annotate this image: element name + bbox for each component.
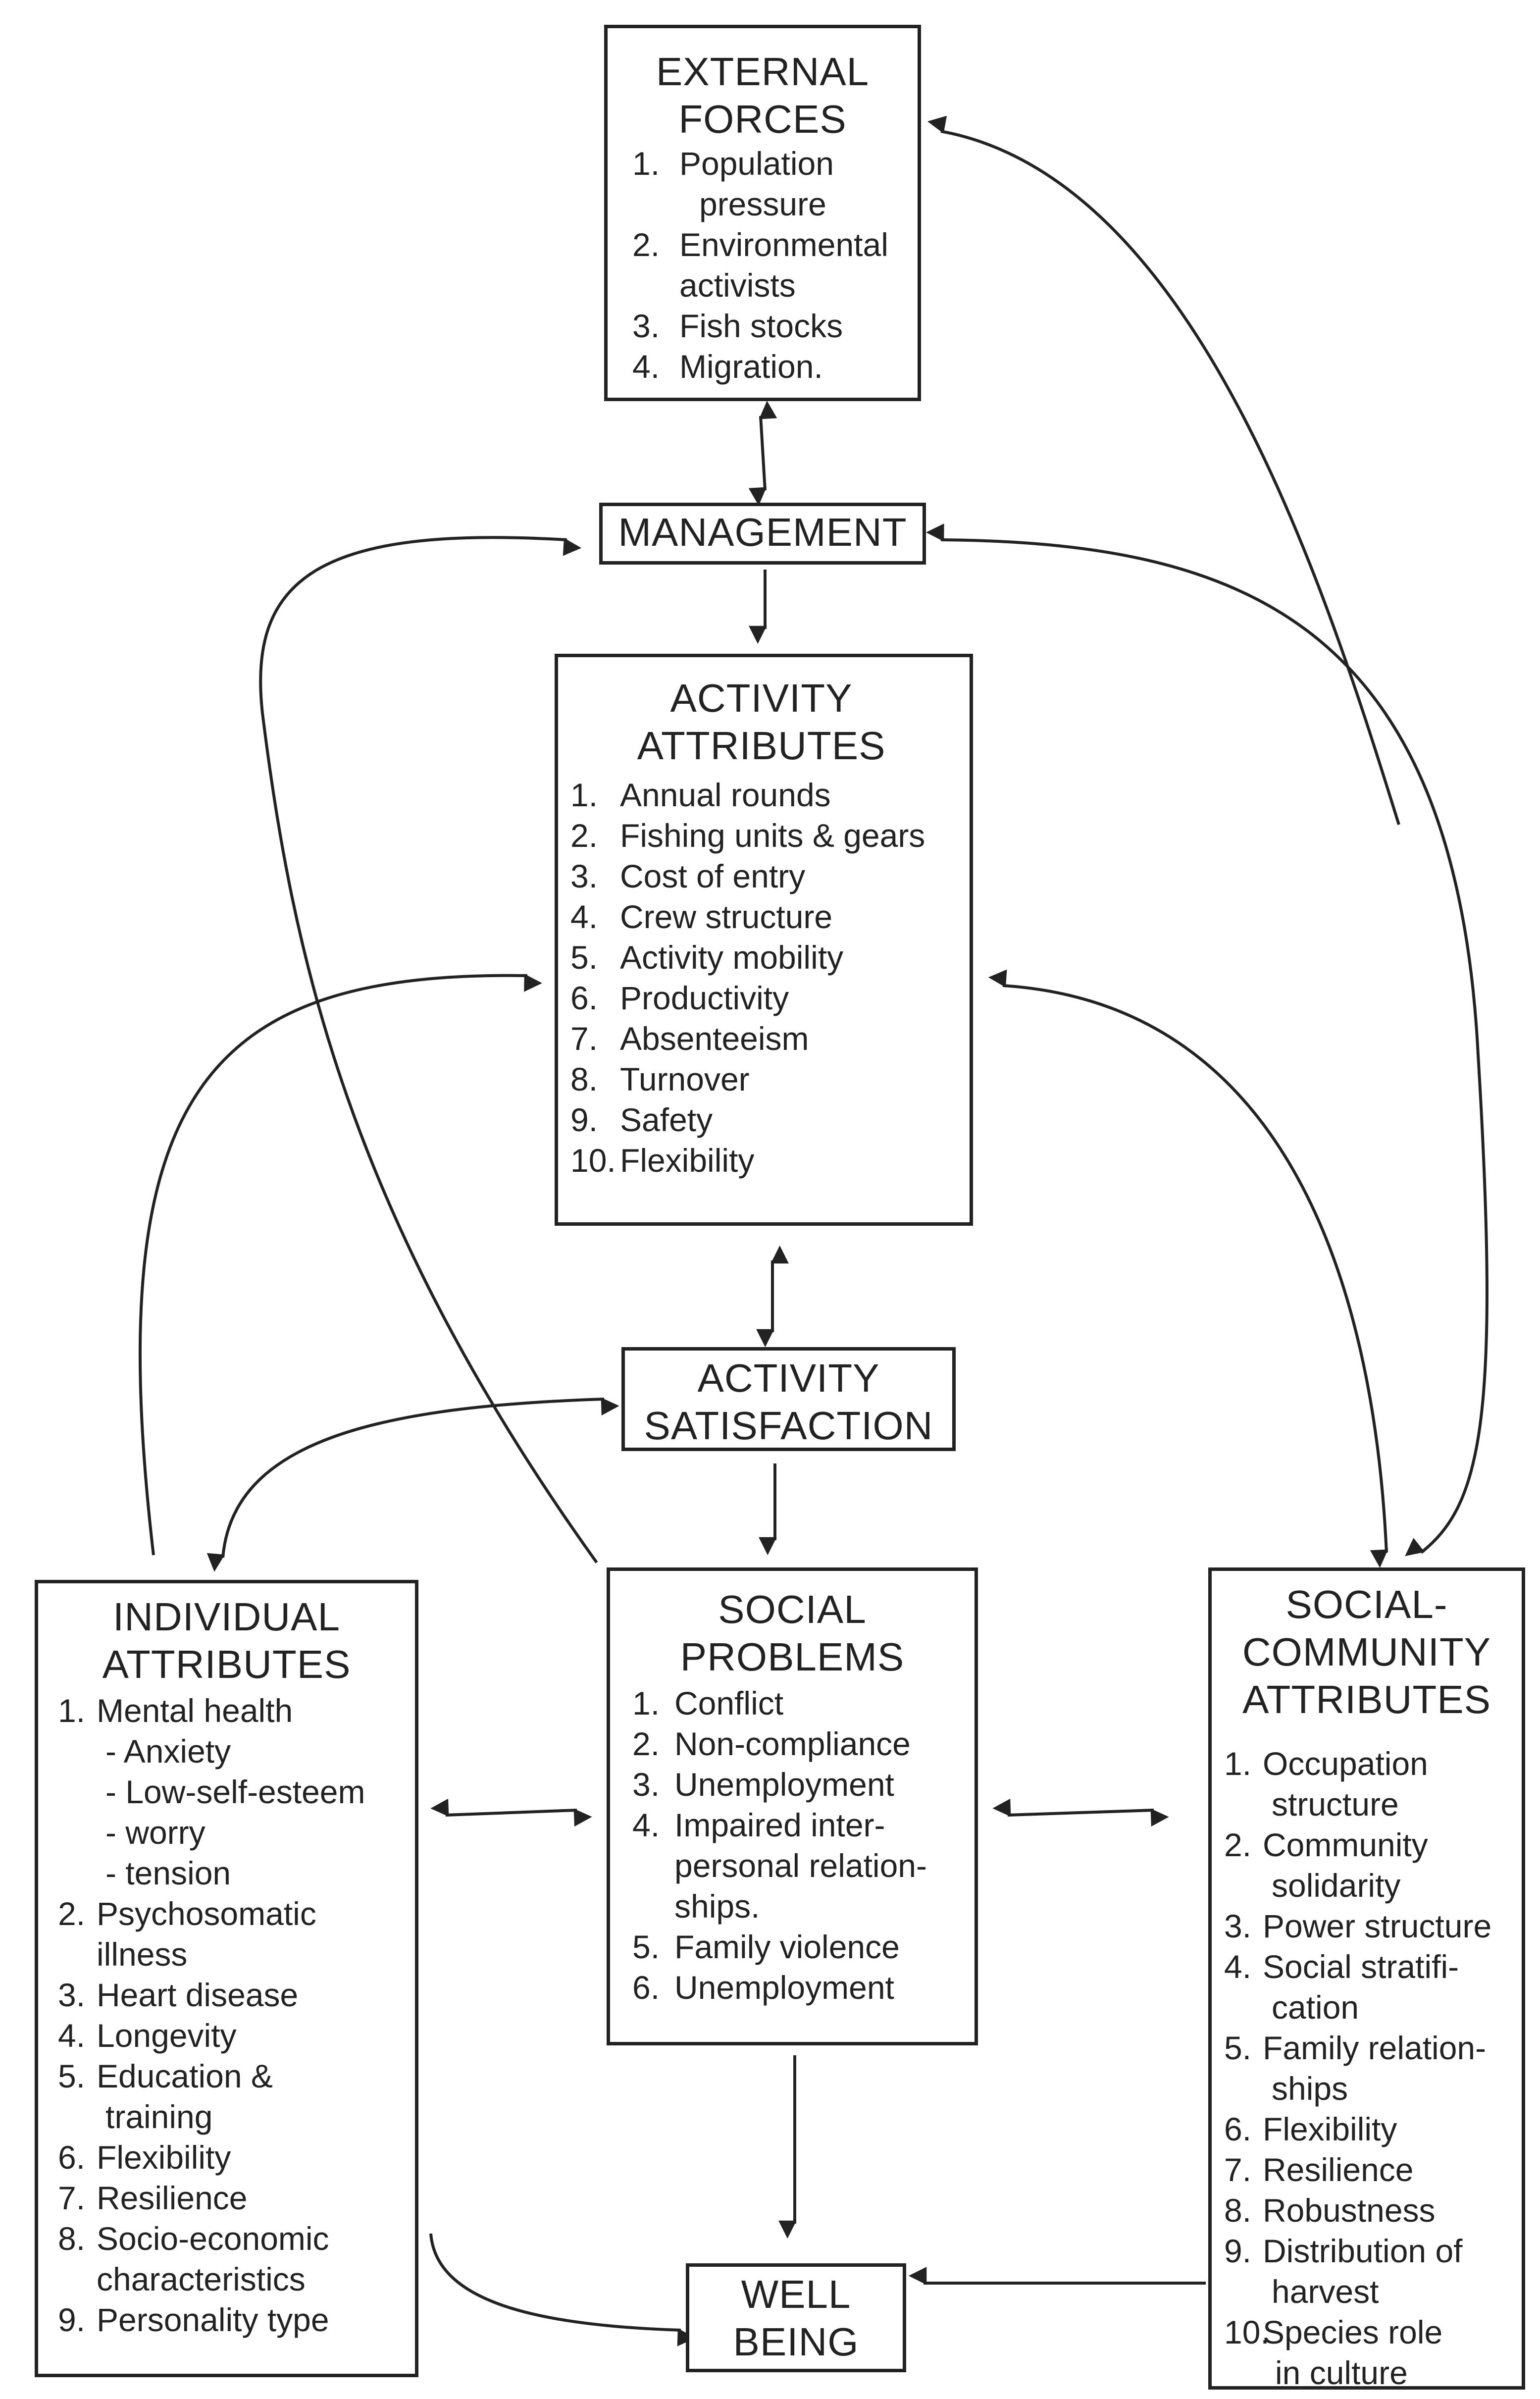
- list-item: 1.Annual rounds: [570, 777, 831, 813]
- sub-list-item: - worry: [105, 1814, 205, 1851]
- list-item: 4. Longevity: [58, 2017, 237, 2054]
- list-item: 6.Unemployment: [632, 1969, 894, 2006]
- list-item: 2.Fishing units & gears: [570, 817, 925, 854]
- social-problems-list: 1.Conflict 2.Non-compliance 3.Unemployme…: [632, 1683, 970, 2008]
- arrow-satisfaction-individual: [206, 1397, 619, 1572]
- social-community-attributes-box: SOCIAL- COMMUNITY ATTRIBUTES 1. Occupati…: [1208, 1567, 1525, 2393]
- list-item: 1.Conflict: [632, 1685, 784, 1721]
- sub-list-item: - tension: [105, 1855, 231, 1891]
- list-item: 4.Crew structure: [570, 898, 833, 935]
- list-item: 6. Flexibility: [58, 2139, 231, 2176]
- list-item: 9. Distribution of harvest: [1224, 2233, 1463, 2310]
- arrow-community-external: [927, 115, 1400, 825]
- list-item: 3. Fish stocks: [632, 308, 843, 344]
- social-community-list: 1. Occupation structure 2. Community sol…: [1224, 1743, 1519, 2393]
- individual-attributes-title: INDIVIDUAL ATTRIBUTES: [102, 1595, 351, 1686]
- list-item: 9.Safety: [570, 1101, 713, 1138]
- list-item: 4. Impaired inter- personal relation- sh…: [632, 1807, 927, 1925]
- list-item: 8. Socio-economic characteristics: [58, 2220, 329, 2297]
- arrow-social-community: [992, 1798, 1169, 1827]
- list-item: 5.Family violence: [632, 1929, 900, 1965]
- list-item: 3. Heart disease: [58, 1977, 299, 2013]
- sub-list-item: - Anxiety: [105, 1733, 231, 1770]
- arrow-activity-community: [988, 969, 1388, 1568]
- individual-attributes-list: 1. Mental health - Anxiety - Low-self-es…: [58, 1690, 410, 2340]
- arrow-individual-activity: [138, 974, 542, 1556]
- activity-satisfaction-box: ACTIVITY SATISFACTION: [621, 1347, 956, 1451]
- list-item: 5.Activity mobility: [570, 939, 844, 976]
- list-item: 5. Family relation- ships: [1224, 2030, 1487, 2107]
- external-forces-list: 1. Population pressure 2. Environmental …: [632, 143, 913, 387]
- individual-attributes-box: INDIVIDUAL ATTRIBUTES 1. Mental health -…: [35, 1580, 418, 2377]
- list-item: 4. Social stratifi- cation: [1224, 1948, 1459, 2026]
- list-item: 2. Environmental activists: [632, 226, 888, 304]
- list-item: 8.Turnover: [570, 1061, 750, 1097]
- list-item: 2.Non-compliance: [632, 1725, 911, 1762]
- social-problems-box: SOCIAL PROBLEMS 1.Conflict 2.Non-complia…: [607, 1567, 978, 2045]
- social-problems-title: SOCIAL PROBLEMS: [680, 1587, 905, 1679]
- list-item: 6. Flexibility: [1224, 2111, 1397, 2147]
- social-community-title: SOCIAL- COMMUNITY ATTRIBUTES: [1242, 1582, 1491, 1721]
- sub-list-item: - Low-self-esteem: [105, 1773, 365, 1810]
- arrow-individual-social: [430, 1798, 592, 1827]
- arrow-external-management: [748, 401, 777, 506]
- list-item: 3. Power structure: [1224, 1908, 1492, 1944]
- list-item: 3.Unemployment: [632, 1766, 894, 1803]
- arrow-management-community: [926, 523, 1489, 1557]
- list-item: 10.Flexibility: [570, 1142, 755, 1179]
- activity-attributes-list: 1.Annual rounds 2.Fishing units & gears …: [570, 775, 965, 1181]
- well-being-box: WELL BEING: [686, 2263, 906, 2372]
- list-item: 5. Education & training: [58, 2058, 273, 2135]
- list-item: 8. Robustness: [1224, 2192, 1436, 2229]
- well-being-title: WELL BEING: [733, 2272, 859, 2364]
- activity-attributes-box: ACTIVITY ATTRIBUTES 1.Annual rounds 2.Fi…: [555, 654, 973, 1226]
- arrow-social-management: [259, 536, 598, 1564]
- list-item: 7.Absenteeism: [570, 1020, 809, 1057]
- activity-attributes-title: ACTIVITY ATTRIBUTES: [637, 676, 886, 768]
- list-item: 3.Cost of entry: [570, 858, 806, 894]
- mental-health-sublist: - Anxiety - Low-self-esteem - worry - te…: [97, 1731, 410, 1893]
- external-forces-box: EXTERNAL FORCES 1. Population pressure 2…: [604, 25, 921, 401]
- list-item: 7. Resilience: [1224, 2151, 1414, 2188]
- list-item: 1. Mental health - Anxiety - Low-self-es…: [58, 1690, 410, 1893]
- activity-satisfaction-title: ACTIVITY SATISFACTION: [644, 1356, 933, 1448]
- list-item: 1. Population pressure: [632, 145, 834, 222]
- list-item: 7. Resilience: [58, 2180, 248, 2216]
- list-item: 2. Psychosomatic illness: [58, 1895, 316, 1973]
- list-item: 4. Migration.: [632, 348, 823, 385]
- list-item: 1. Occupation structure: [1224, 1745, 1428, 1823]
- list-item: 9. Personality type: [58, 2301, 329, 2338]
- management-title: MANAGEMENT: [618, 510, 907, 554]
- list-item: 10. Species role in culture: [1224, 2314, 1443, 2391]
- list-item: 6.Productivity: [570, 980, 789, 1016]
- external-forces-title: EXTERNAL FORCES: [656, 50, 870, 141]
- arrow-individual-wellbeing: [429, 2233, 696, 2347]
- list-item: 2. Community solidarity: [1224, 1826, 1428, 1904]
- management-box: MANAGEMENT: [599, 503, 926, 565]
